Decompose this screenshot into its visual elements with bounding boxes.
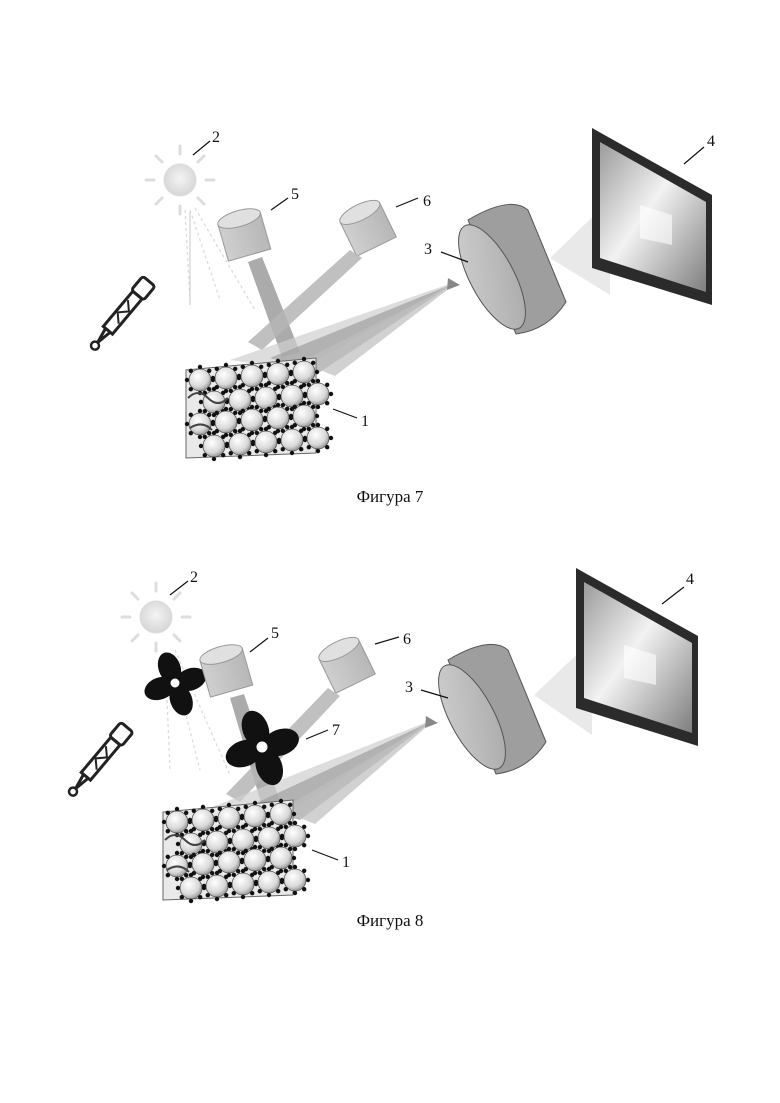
- label-1: 1: [361, 413, 369, 430]
- figure-8-diagram: 2 5 6 3 4 7 1: [0, 540, 780, 970]
- label-2: 2: [190, 569, 198, 586]
- label-1: 1: [342, 854, 350, 871]
- camera-6-icon: [316, 633, 376, 694]
- pipette-icon: [86, 276, 155, 354]
- camera-5-icon: [198, 641, 253, 697]
- fan-icon: [141, 649, 209, 719]
- label-2: 2: [212, 129, 220, 146]
- light-source-icon: [146, 146, 214, 214]
- lens-icon: [425, 644, 546, 778]
- figure-caption: Фигура 8: [0, 911, 780, 931]
- lens-icon: [445, 204, 566, 338]
- camera-5-icon: [216, 205, 271, 261]
- pipette-icon: [64, 722, 133, 800]
- figure-caption: Фигура 7: [0, 487, 780, 507]
- label-3: 3: [424, 241, 432, 258]
- label-4: 4: [707, 133, 715, 150]
- label-4: 4: [686, 571, 694, 588]
- light-source-icon: [122, 583, 190, 651]
- figure-8: 2 5 6 3 4 7 1 Фигура 8: [0, 540, 780, 970]
- label-6: 6: [423, 193, 431, 210]
- label-6: 6: [403, 631, 411, 648]
- label-5: 5: [271, 625, 279, 642]
- screen-icon: [576, 568, 698, 746]
- camera-6-icon: [337, 196, 397, 257]
- figure-7-diagram: 2 5 6 3 4 1: [0, 0, 780, 540]
- sample-structure: [162, 799, 310, 903]
- sample-structure: [185, 357, 333, 461]
- label-5: 5: [291, 186, 299, 203]
- figure-7: 2 5 6 3 4 1 Фигура 7: [0, 0, 780, 540]
- label-3: 3: [405, 679, 413, 696]
- label-7: 7: [332, 722, 340, 739]
